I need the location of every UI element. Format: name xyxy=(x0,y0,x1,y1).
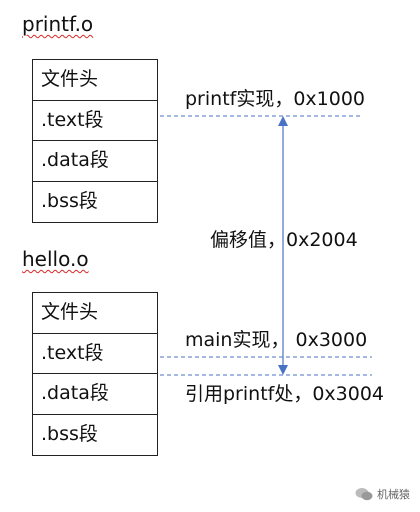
watermark: 机械猿 xyxy=(355,486,410,502)
file1-sections: 文件头 .text段 .data段 .bss段 xyxy=(32,59,158,223)
offset-label: 偏移值，0x2004 xyxy=(210,229,358,251)
file1-title: printf.o xyxy=(22,12,93,36)
file2-section-text: .text段 xyxy=(33,334,157,374)
watermark-text: 机械猿 xyxy=(377,488,410,501)
file1-section-text: .text段 xyxy=(33,101,157,141)
printf-impl-label: printf实现，0x1000 xyxy=(185,88,366,110)
file1-section-data: .data段 xyxy=(33,141,157,182)
file2-name: hello.o xyxy=(22,247,89,271)
main-impl-label: main实现， 0x3000 xyxy=(185,329,368,351)
file2-title: hello.o xyxy=(22,247,89,271)
wechat-icon xyxy=(355,488,373,501)
file2-sections: 文件头 .text段 .data段 .bss段 xyxy=(32,292,158,456)
file1-section-header: 文件头 xyxy=(33,60,157,101)
printf-ref-label: 引用printf处，0x3004 xyxy=(185,383,385,405)
file2-section-data: .data段 xyxy=(33,374,157,415)
file1-section-bss: .bss段 xyxy=(41,189,98,212)
file2-section-bss: .bss段 xyxy=(41,422,98,445)
file1-name: printf.o xyxy=(22,12,94,36)
file2-section-header: 文件头 xyxy=(33,293,157,334)
